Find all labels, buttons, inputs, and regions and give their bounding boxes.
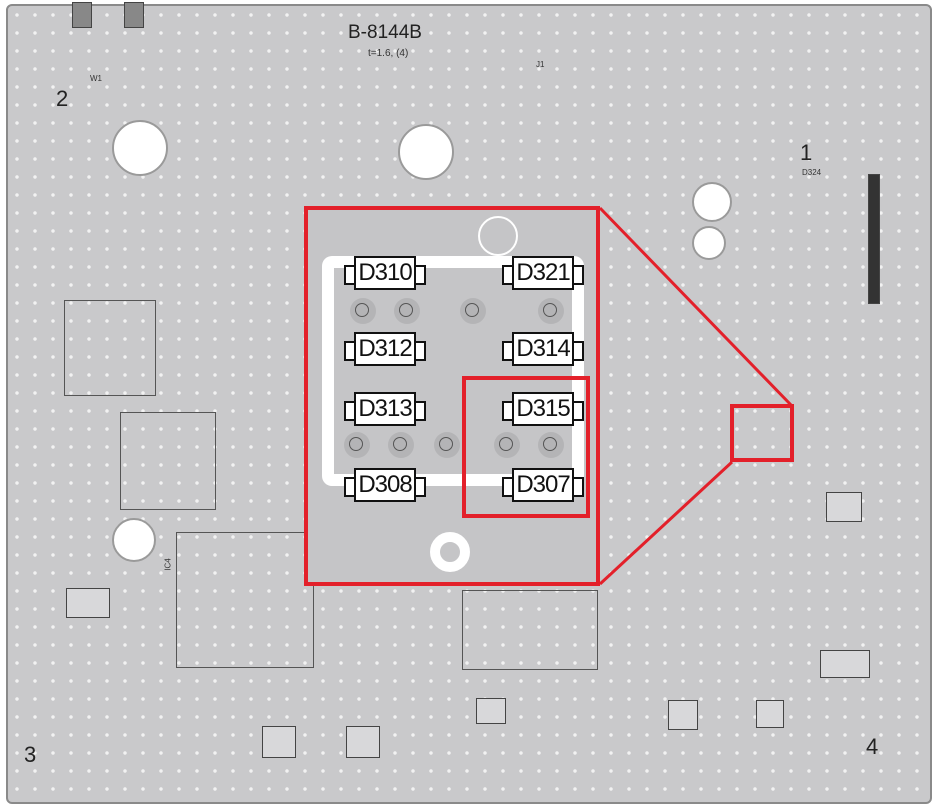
ic-chip (826, 492, 862, 522)
board-part-number: B-8144B (348, 22, 422, 43)
shield-block (176, 532, 314, 668)
pin-header (868, 174, 880, 304)
diode-d313: D313 (344, 392, 426, 426)
pad (460, 298, 486, 324)
ic-chip (262, 726, 296, 758)
shield-block (120, 412, 216, 510)
corner-mark-3: 3 (24, 742, 37, 767)
via (478, 216, 518, 256)
ic-chip (820, 650, 870, 678)
mounting-hole (112, 120, 168, 176)
pad (394, 298, 420, 324)
shield-block (64, 300, 156, 396)
pad (350, 298, 376, 324)
diode-d307: D307 (502, 468, 584, 502)
mounting-hole (692, 226, 726, 260)
via (430, 532, 470, 572)
highlight-d315-d307 (462, 376, 590, 518)
mounting-hole (398, 124, 454, 180)
diode-d310: D310 (344, 256, 426, 290)
diode-d314: D314 (502, 332, 584, 366)
connector-pad (72, 2, 92, 28)
diode-d321: D321 (502, 256, 584, 290)
pad (538, 298, 564, 324)
ic-chip (346, 726, 380, 758)
label-w1: W1 (90, 74, 102, 83)
magnified-inset: D310 D312 D313 D308 D321 D314 D315 D307 (304, 206, 600, 586)
pad (538, 432, 564, 458)
connector-pad (124, 2, 144, 28)
label-d324: D324 (802, 168, 822, 177)
diode-d315: D315 (502, 392, 584, 426)
diode-d308: D308 (344, 468, 426, 502)
mounting-hole (112, 518, 156, 562)
ic-chip (476, 698, 506, 724)
pad (344, 432, 370, 458)
corner-mark-1: 1 (800, 140, 813, 165)
corner-mark-2: 2 (56, 86, 69, 111)
ic-chip (66, 588, 110, 618)
mounting-hole (692, 182, 732, 222)
ic-chip (668, 700, 698, 730)
corner-mark-4: 4 (866, 734, 879, 759)
diode-d312: D312 (344, 332, 426, 366)
thickness-note: t=1.6, (4) (368, 48, 409, 59)
label-j1: J1 (536, 60, 545, 69)
source-region-highlight (730, 404, 794, 462)
pad (388, 432, 414, 458)
pad (434, 432, 460, 458)
shield-block (462, 590, 598, 670)
pad (494, 432, 520, 458)
ic-chip (756, 700, 784, 728)
